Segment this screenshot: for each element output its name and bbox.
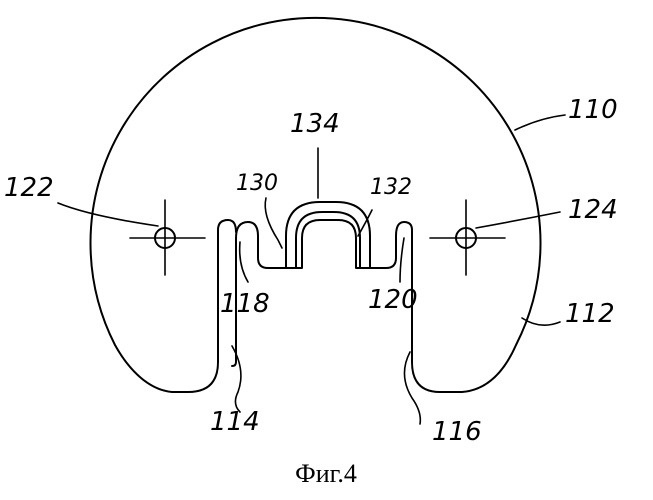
right-hole: [430, 200, 505, 275]
label-134: 134: [290, 109, 340, 139]
leader-114: [232, 346, 241, 412]
label-116: 116: [432, 417, 482, 447]
leader-130: [265, 198, 282, 248]
leader-124: [476, 212, 560, 228]
leader-118: [240, 242, 248, 282]
ring-outline: [90, 18, 540, 392]
label-118: 118: [220, 289, 270, 319]
leader-110: [515, 115, 565, 130]
figure-caption: Фиг.4: [295, 459, 357, 488]
label-124: 124: [568, 195, 618, 225]
left-slot-edge: [218, 220, 236, 232]
label-112: 112: [565, 299, 615, 329]
leader-120: [400, 238, 404, 282]
label-122: 122: [4, 173, 54, 203]
label-120: 120: [368, 285, 418, 315]
label-130: 130: [236, 171, 278, 196]
label-110: 110: [568, 95, 618, 125]
left-hole: [130, 200, 205, 275]
leader-122: [58, 203, 158, 226]
label-132: 132: [370, 175, 412, 200]
label-114: 114: [210, 407, 260, 437]
